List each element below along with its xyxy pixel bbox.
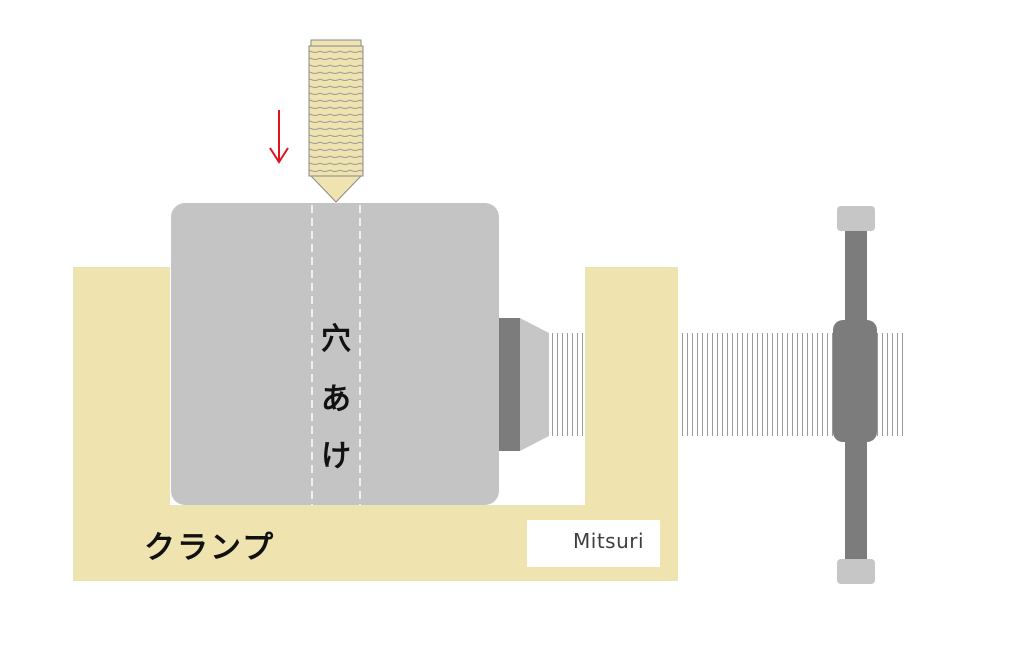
- workpiece-block: [171, 203, 499, 505]
- clamp-handle: [833, 206, 877, 584]
- clamp-pad: [499, 318, 549, 451]
- screw-thread-inner: [549, 333, 585, 436]
- drill-hole-outline: [311, 205, 361, 505]
- down-arrow-icon: [269, 110, 289, 164]
- clamp-label: クランプ: [144, 530, 276, 566]
- logo: Mitsuri: [527, 520, 660, 567]
- logo-text: Mitsuri: [573, 529, 645, 553]
- drill-bit: [308, 39, 364, 203]
